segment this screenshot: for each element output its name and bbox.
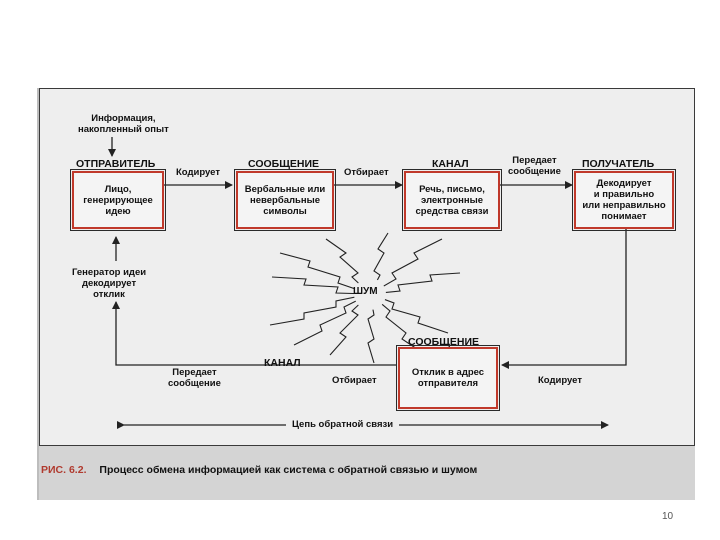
message-box-line-1: Вербальные или (244, 183, 326, 195)
idea-generator-line-1: Генератор идеи (72, 267, 147, 278)
idea-generator-line-2: декодирует (81, 278, 137, 289)
feedback-transmits-line-1: Передает (172, 367, 217, 378)
receiver-box-line-3: или неправильно (582, 200, 666, 211)
message-header: СООБЩЕНИЕ (248, 158, 320, 170)
feedback-transmits-label: Передает сообщение (168, 367, 221, 389)
page-number: 10 (662, 511, 674, 522)
feedback-loop-label: Цепь обратной связи (286, 419, 400, 430)
receiver-box-line-1: Декодирует (596, 178, 652, 189)
feedback-message-header: СООБЩЕНИЕ (408, 336, 480, 348)
noise-rays (269, 232, 461, 364)
experience-note-line-2: накопленный опыт (78, 124, 169, 135)
transmits-label-line-2: сообщение (508, 166, 561, 177)
message-box: Вербальные или невербальные символы (234, 169, 336, 231)
figure-caption: РИС. 6.2. Процесс обмена информацией как… (41, 464, 477, 476)
sender-box-line-2: генерирующее (83, 194, 153, 206)
sender-box-line-3: идею (105, 205, 131, 217)
scanned-figure: Информация, накопленный опыт ОТПРАВИТЕЛЬ… (37, 88, 695, 500)
arrow-receiver-to-feedback (501, 229, 627, 369)
feedback-box-line-1: Отклик в адрес (411, 367, 485, 378)
sender-header: ОТПРАВИТЕЛЬ (76, 158, 156, 170)
channel-box-line-1: Речь, письмо, (419, 183, 485, 195)
channel-header: КАНАЛ (432, 158, 469, 170)
caption-strip (39, 446, 695, 500)
message-box-line-3: символы (263, 205, 307, 217)
arrow-feedback-to-generator (112, 301, 397, 366)
receiver-box-line-2: и правильно (593, 189, 655, 200)
sender-box: Лицо, генерирующее идею (70, 169, 166, 231)
idea-generator-line-3: отклик (93, 289, 125, 300)
feedback-selects-label: Отбирает (332, 375, 377, 386)
transmits-label: Передает сообщение (508, 155, 561, 177)
noise-center (354, 278, 386, 310)
feedback-encodes-label: Кодирует (538, 375, 582, 386)
channel-box-line-3: средства связи (415, 205, 489, 217)
sender-box-line-1: Лицо, (104, 183, 132, 195)
receiver-box-line-4: понимает (601, 211, 647, 222)
figure-number: РИС. 6.2. (41, 464, 87, 476)
feedback-box-line-2: отправителя (417, 378, 479, 389)
feedback-channel-header: КАНАЛ (264, 357, 301, 369)
experience-note-line-1: Информация, (91, 113, 156, 124)
channel-box-line-2: электронные (420, 194, 484, 206)
connectors-layer (108, 137, 627, 429)
receiver-box: Декодирует и правильно или неправильно п… (572, 169, 676, 231)
diagram-panel: Информация, накопленный опыт ОТПРАВИТЕЛЬ… (39, 88, 695, 446)
feedback-transmits-line-2: сообщение (168, 378, 221, 389)
figure-title: Процесс обмена информацией как система с… (99, 464, 478, 476)
transmits-label-line-1: Передает (512, 155, 557, 166)
message-box-line-2: невербальные (250, 194, 320, 206)
channel-box: Речь, письмо, электронные средства связи (402, 169, 502, 231)
feedback-box: Отклик в адрес отправителя (396, 345, 500, 411)
experience-note: Информация, накопленный опыт (78, 113, 169, 135)
encodes-label: Кодирует (176, 167, 220, 178)
idea-generator-label: Генератор идеи декодирует отклик (72, 267, 146, 300)
selects-label: Отбирает (344, 167, 389, 178)
receiver-header: ПОЛУЧАТЕЛЬ (582, 158, 655, 170)
noise-label: ШУМ (353, 286, 378, 297)
